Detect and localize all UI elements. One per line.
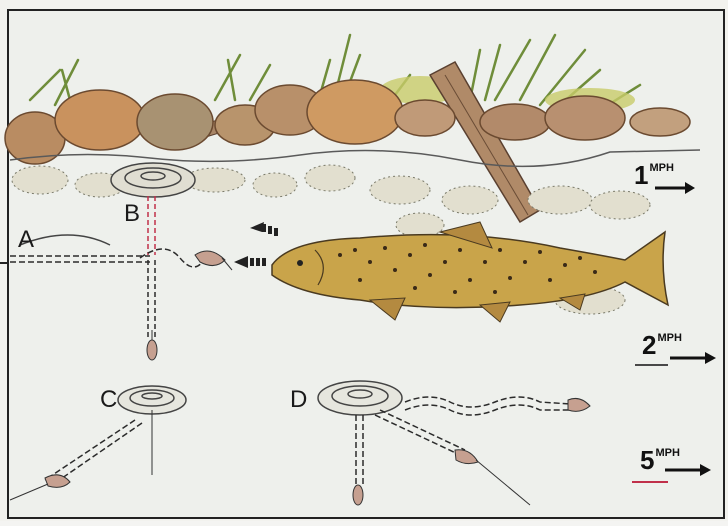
nymph-d-down [353, 485, 363, 505]
speed-value-1: 1 [634, 160, 648, 190]
speed-label-2: 2MPH [642, 330, 682, 361]
label-d: D [290, 386, 307, 414]
speed-unit-5: MPH [655, 447, 679, 459]
speed-label-1: 1MPH [634, 160, 674, 191]
rise-ring-d [318, 381, 402, 415]
speed-value-5: 5 [640, 445, 654, 475]
label-c: C [100, 386, 117, 414]
speed-value-2: 2 [642, 330, 656, 360]
speed-unit-1: MPH [649, 162, 673, 174]
speed-label-5: 5MPH [640, 445, 680, 476]
rise-ring-c [118, 386, 186, 414]
label-a: A [18, 226, 34, 254]
rise-ring-b [111, 163, 195, 197]
label-b: B [124, 200, 140, 228]
speed-unit-2: MPH [657, 332, 681, 344]
